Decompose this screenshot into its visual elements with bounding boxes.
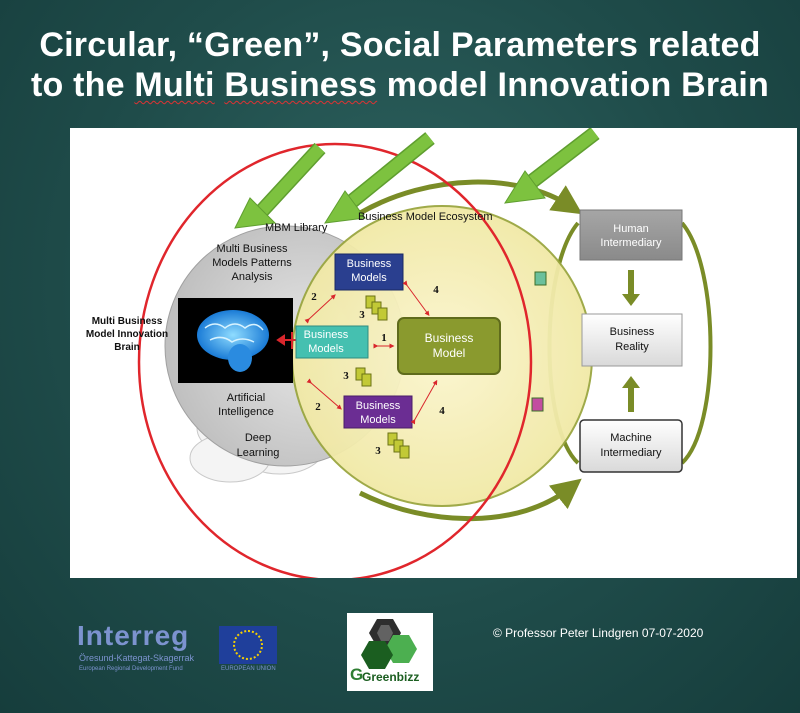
bm-top-box: Business Models <box>334 253 404 291</box>
ecosystem-loop-top <box>358 179 583 216</box>
copyright-text: © Professor Peter Lindgren 07-07-2020 <box>493 626 704 640</box>
patterns-line3: Analysis <box>232 271 273 283</box>
num-4a: 4 <box>433 284 439 296</box>
page-title-line2: to the Multi Business model Innovation B… <box>31 66 769 104</box>
business-reality-box: Business Reality <box>581 313 683 367</box>
green-arrow-2 <box>324 132 435 224</box>
eu-flag <box>219 626 277 664</box>
svg-text:Business: Business <box>425 331 474 345</box>
greenbizz-wordmark: Greenbizz <box>362 670 420 684</box>
num-4b: 4 <box>439 405 445 417</box>
bm-mid-box: Business Models <box>295 325 369 359</box>
bm-center-box: Business Model <box>397 317 501 375</box>
svg-text:Reality: Reality <box>615 341 649 353</box>
interreg-wordmark: Interreg <box>77 620 190 651</box>
svg-text:Business: Business <box>356 400 401 412</box>
interreg-logo: Interreg Öresund-Kattegat-Skagerrak Euro… <box>73 620 288 680</box>
page-title-line1: Circular, “Green”, Social Parameters rel… <box>39 26 761 64</box>
green-arrow-3 <box>504 128 600 204</box>
brain-label-line1: Multi Business <box>92 316 163 327</box>
svg-text:Model: Model <box>433 346 466 360</box>
ai-line1: Artificial <box>227 392 266 404</box>
num-2a: 2 <box>311 291 317 303</box>
svg-text:Models: Models <box>360 414 396 426</box>
interreg-subtitle: Öresund-Kattegat-Skagerrak <box>79 653 195 663</box>
greenbizz-mark-icon <box>361 619 417 669</box>
greenbizz-g: G <box>350 665 364 684</box>
svg-text:Business: Business <box>610 326 655 338</box>
greenbizz-logo: G Greenbizz <box>347 613 433 691</box>
num-3b: 3 <box>343 370 349 382</box>
brain-label-line2: Model Innovation <box>86 329 168 340</box>
deep-line2: Learning <box>237 447 280 459</box>
num-1: 1 <box>381 332 387 344</box>
human-intermediary-box: Human Intermediary <box>579 209 683 261</box>
vertical-arrows <box>622 270 640 412</box>
interreg-fund: European Regional Development Fund <box>79 666 183 672</box>
mbm-library-label: MBM Library <box>265 222 328 234</box>
num-3a: 3 <box>359 309 365 321</box>
deep-line1: Deep <box>245 432 271 444</box>
svg-text:Human: Human <box>613 223 648 235</box>
patterns-line1: Multi Business <box>217 243 288 255</box>
innovation-brain-ring <box>137 142 533 578</box>
brain-icon <box>197 310 269 372</box>
svg-text:Business: Business <box>347 258 392 270</box>
svg-text:Models: Models <box>351 272 387 284</box>
ai-line2: Intelligence <box>218 406 274 418</box>
ecosystem-label: Business Model Ecosystem <box>358 211 493 223</box>
model-cubes <box>355 295 410 459</box>
machine-intermediary-box: Machine Intermediary <box>579 419 683 473</box>
ecosystem-loop-right <box>680 221 713 465</box>
bm-bottom-box: Business Models <box>343 395 413 429</box>
svg-text:Intermediary: Intermediary <box>600 237 662 249</box>
svg-text:Intermediary: Intermediary <box>600 447 662 459</box>
eu-stars-icon <box>233 630 263 660</box>
svg-text:Machine: Machine <box>610 432 652 444</box>
relation-arrows <box>304 280 438 425</box>
green-arrow-1 <box>234 142 326 229</box>
eu-label: EUROPEAN UNION <box>221 666 276 672</box>
business-model-diagram: MBM Library Business Model Ecosystem Mul… <box>70 128 797 578</box>
brain-label-line3: Brain <box>114 342 140 353</box>
patterns-line2: Models Patterns <box>212 257 292 269</box>
svg-text:Business: Business <box>304 329 349 341</box>
num-2b: 2 <box>315 401 321 413</box>
svg-text:Models: Models <box>308 343 344 355</box>
color-cubes <box>531 271 547 412</box>
num-3c: 3 <box>375 445 381 457</box>
